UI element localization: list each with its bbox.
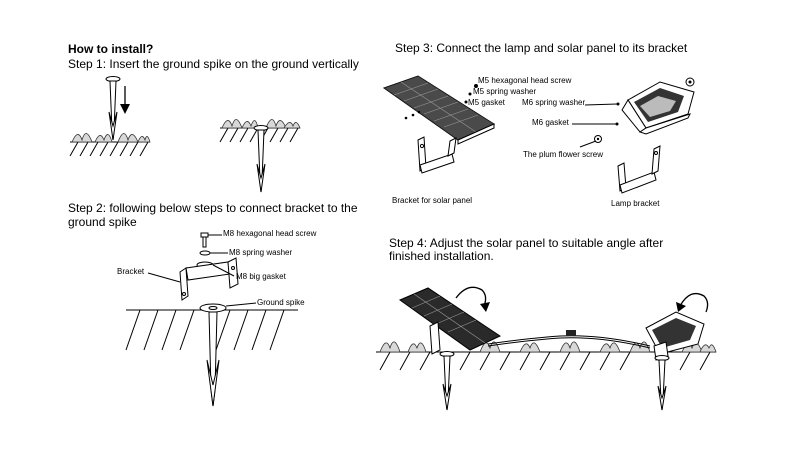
step2-text-line1: Step 2: following below steps to connect… <box>68 201 358 215</box>
step3-label-lamp-bracket: Lamp bracket <box>611 199 660 208</box>
step2-label-gasket: M8 big gasket <box>236 272 286 281</box>
step2-label-washer: M8 spring washer <box>229 248 293 257</box>
step1-text: Step 1: Insert the ground spike on the g… <box>68 57 359 71</box>
step2-label-bracket: Bracket <box>117 267 145 276</box>
step4-text-line2: finished installation. <box>389 249 494 263</box>
step3-label-m5-gasket: M5 gasket <box>468 98 505 107</box>
page-title: How to install? <box>68 42 154 56</box>
step1-spike-after <box>219 119 301 193</box>
step2-label-screw: M8 hexagonal head screw <box>223 229 317 238</box>
step3-solar-panel <box>382 75 496 174</box>
step2-label-spike: Ground spike <box>257 298 305 307</box>
step3-label-m6-washer: M6 spring washer <box>522 98 586 107</box>
step3-text: Step 3: Connect the lamp and solar panel… <box>395 41 688 55</box>
step3-label-m6-gasket: M6 gasket <box>532 118 569 127</box>
step1-spike-before <box>69 76 151 157</box>
step3-label-m5-washer: M5 spring washer <box>473 87 537 96</box>
step2-text-line2: ground spike <box>68 215 137 229</box>
step3-label-m5-screw: M5 hexagonal head screw <box>478 76 572 85</box>
step2-bracket-assembly <box>125 232 298 407</box>
step4-installed-scene <box>376 286 717 411</box>
step3-label-plum-screw: The plum flower screw <box>523 150 604 159</box>
step4-text-line1: Step 4: Adjust the solar panel to suitab… <box>389 236 664 250</box>
step3-lamp <box>572 77 695 194</box>
step3-label-panel-bracket: Bracket for solar panel <box>392 196 473 205</box>
